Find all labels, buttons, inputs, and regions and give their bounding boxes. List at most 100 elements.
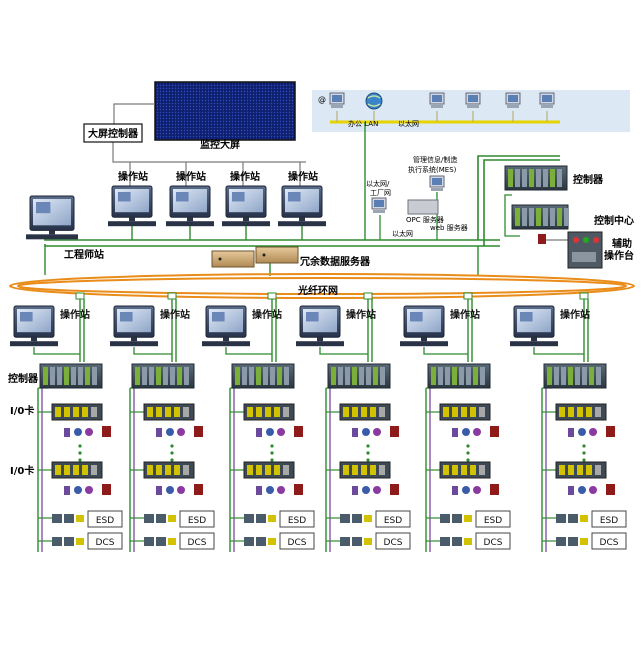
esd-box-2: ESD: [179, 510, 215, 528]
rack-module: [543, 208, 548, 226]
operator-station-label-bottom-4: 操作站: [346, 308, 376, 321]
io-card-2-1: [51, 461, 103, 479]
io-slot: [247, 465, 253, 475]
dcs-box-4: DCS: [375, 532, 411, 550]
dcs-box-2-text: DCS: [188, 538, 207, 548]
continuation-dot: [582, 444, 586, 448]
transmitter-3: [277, 486, 285, 494]
transmitter-3: [177, 486, 185, 494]
top-rack-link: [504, 194, 520, 237]
device-a: [440, 537, 450, 546]
controller-label-top: 控制器: [573, 173, 604, 186]
dcs-box-2-box: [179, 532, 215, 550]
controller-rack-5: [427, 363, 491, 389]
rack-module: [547, 367, 552, 385]
monitor-neck: [129, 217, 135, 222]
transmitter-2: [166, 486, 174, 494]
opc-server: [407, 199, 439, 215]
field-devices-1-5: [452, 426, 499, 437]
controller-rack-6: [543, 363, 607, 389]
device-b: [452, 514, 462, 523]
io-slot: [595, 407, 601, 417]
io-card-2-3: [243, 461, 295, 479]
device-b: [64, 514, 74, 523]
io-slot: [586, 465, 592, 475]
fiber-ring-label: 光纤环网: [297, 284, 338, 297]
field-devices-2-5: [452, 484, 499, 495]
pc-display: [468, 95, 478, 102]
pc-keyboard: [507, 105, 519, 108]
io-slot: [147, 407, 153, 417]
device-a: [52, 514, 62, 523]
esd-box-4-text: ESD: [384, 516, 402, 526]
aux-console-label-2: 操作台: [604, 249, 634, 262]
valve-panel: [294, 484, 303, 495]
rack-module: [177, 367, 182, 385]
io-slot: [379, 465, 385, 475]
transmitter-2: [74, 486, 82, 494]
dcs-box-3: DCS: [279, 532, 315, 550]
transmitter-3: [277, 428, 285, 436]
io-slot: [183, 465, 189, 475]
operator-station-bottom-6: [510, 305, 558, 347]
screen-window: [288, 192, 301, 202]
rack-module: [522, 208, 527, 226]
console-button-red-2: [593, 237, 599, 243]
dcs-box-4-box: [375, 532, 411, 550]
io-card-2-5: [439, 461, 491, 479]
io-slot: [559, 407, 565, 417]
screen-window: [212, 312, 225, 322]
device-c: [464, 515, 472, 522]
io-slot: [147, 465, 153, 475]
operator-station-label-bottom-1: 操作站: [60, 308, 90, 321]
device-b: [156, 537, 166, 546]
io-slot: [361, 407, 367, 417]
io-slot: [256, 407, 262, 417]
field-devices-1-2: [156, 426, 203, 437]
field-devices-1-3: [256, 426, 303, 437]
opc-server-label: OPC 服务器: [406, 215, 444, 224]
rack-module: [170, 367, 175, 385]
device-c: [168, 515, 176, 522]
keyboard: [296, 341, 344, 347]
io-slot: [479, 465, 485, 475]
monitor-wall: [154, 81, 296, 141]
transmitter-2: [166, 428, 174, 436]
keyboard: [510, 341, 558, 347]
keyboard: [166, 221, 214, 227]
rack-module: [352, 367, 357, 385]
station-link-1: [33, 347, 80, 355]
operator-station-label-bottom-3: 操作站: [252, 308, 282, 321]
monitor-neck: [299, 217, 305, 222]
dcs-box-2: DCS: [179, 532, 215, 550]
io-slot: [156, 407, 162, 417]
mes-label-1: 管理信息/制造: [413, 155, 457, 164]
io-card-1-5: [439, 403, 491, 421]
rack-module: [529, 169, 534, 187]
transmitter-1: [64, 486, 70, 495]
aux-console-label-1: 辅助: [612, 237, 632, 250]
device-a: [440, 514, 450, 523]
io-slot: [470, 465, 476, 475]
transmitter-2: [266, 486, 274, 494]
esd-devices-3: [244, 514, 276, 523]
io-card-1-2: [143, 403, 195, 421]
controller-rack-2: [131, 363, 195, 389]
rack-module: [43, 367, 48, 385]
globe-icon-continents: [367, 95, 381, 107]
rack-module: [85, 367, 90, 385]
rack-module: [522, 169, 527, 187]
transmitter-2: [362, 486, 370, 494]
field-devices-2-2: [156, 484, 203, 495]
continuation-dot: [170, 451, 174, 455]
station-link-3: [225, 347, 272, 355]
io-slot: [577, 407, 583, 417]
operator-station-label-bottom-2: 操作站: [160, 308, 190, 321]
controller-rack-4: [327, 363, 391, 389]
io-slot: [443, 407, 449, 417]
rack-module: [50, 367, 55, 385]
io-slot: [343, 465, 349, 475]
transmitter-1: [568, 486, 574, 495]
ring-tap-4: [363, 292, 373, 300]
transmitter-2: [74, 428, 82, 436]
